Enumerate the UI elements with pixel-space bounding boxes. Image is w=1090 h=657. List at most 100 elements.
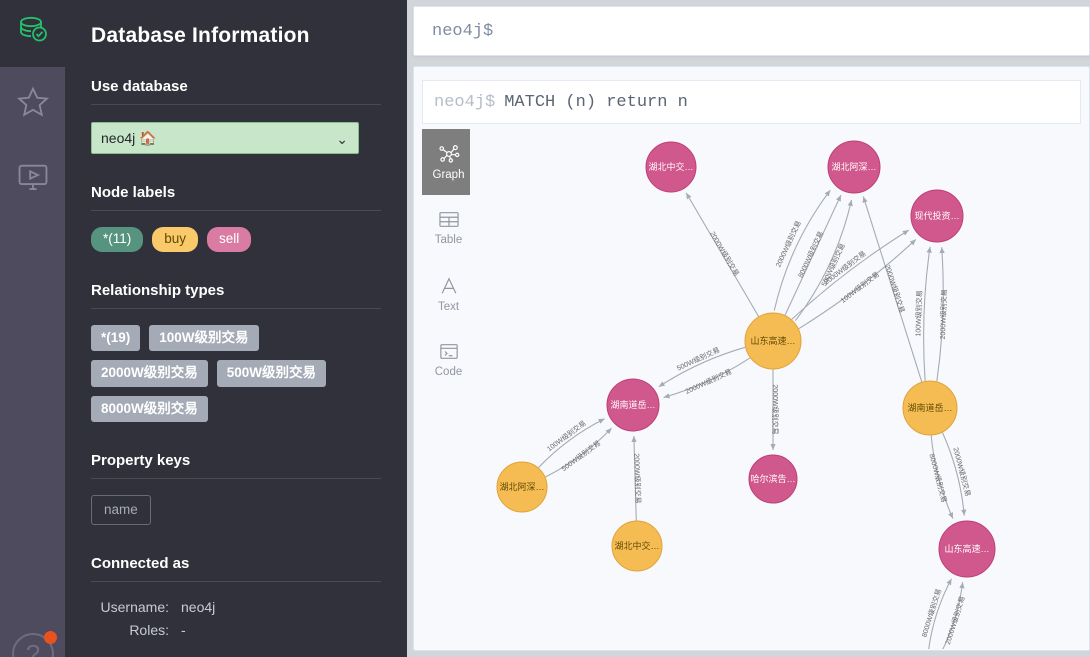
node-labels-heading: Node labels	[91, 184, 381, 211]
graph-edge-label: 8000W级别交易	[919, 588, 943, 639]
graph-edge[interactable]	[658, 346, 746, 388]
rail-item-favorites[interactable]	[0, 67, 65, 142]
graph-edge-label: 100W级别交易	[913, 290, 924, 337]
graph-node-circle[interactable]	[902, 380, 958, 436]
tab-graph[interactable]: Graph	[422, 129, 475, 195]
result-frame: neo4j$ MATCH (n) return n	[413, 66, 1090, 651]
graph-edge[interactable]	[791, 229, 910, 320]
graph-edge[interactable]	[685, 192, 760, 318]
chevron-down-icon: ⌄	[336, 131, 348, 147]
property-key-chip-name[interactable]: name	[91, 495, 151, 525]
text-icon	[439, 276, 459, 296]
table-icon	[438, 210, 460, 229]
graph-node-circle[interactable]	[496, 461, 548, 513]
cmd-prompt-label: neo4j$	[434, 92, 496, 112]
graph-node-circle[interactable]	[744, 312, 802, 370]
main-panel: neo4j$ neo4j$ MATCH (n) return n	[407, 0, 1090, 657]
graph-node[interactable]: 湖南道岳…	[902, 380, 958, 436]
graph-edge[interactable]	[939, 582, 965, 649]
graph-edge[interactable]	[545, 427, 612, 478]
database-icon	[16, 14, 50, 53]
graph-edge-label: 2000W级别交易	[951, 446, 972, 497]
left-icon-rail: ?	[0, 0, 65, 657]
node-label-chip-buy[interactable]: buy	[152, 227, 199, 252]
relationship-type-chip[interactable]: 8000W级别交易	[91, 395, 208, 423]
relationship-type-chip-list: *(19) 100W级别交易 2000W级别交易 500W级别交易 8000W级…	[91, 324, 381, 423]
graph-edge[interactable]	[773, 189, 831, 311]
cmd-query-text: MATCH (n) return n	[504, 92, 688, 112]
query-editor-input[interactable]: neo4j$	[432, 21, 494, 41]
graph-edge[interactable]	[631, 435, 637, 522]
graph-node[interactable]: 湖北阿深…	[496, 461, 548, 513]
graph-icon	[438, 144, 460, 164]
graph-edge[interactable]	[936, 247, 945, 382]
graph-edge-label: 2000W级别交易	[771, 384, 780, 434]
graph-node[interactable]: 山东高速…	[744, 312, 802, 370]
graph-node-circle[interactable]	[748, 454, 798, 504]
use-database-heading: Use database	[91, 78, 381, 105]
connected-row-username: Username: neo4j	[91, 599, 381, 615]
graph-node[interactable]: 现代投资…	[910, 189, 964, 243]
graph-node-circle[interactable]	[611, 520, 663, 572]
editor-frame[interactable]: neo4j$	[413, 6, 1090, 56]
graph-edge[interactable]	[923, 246, 932, 381]
tab-table-label: Table	[434, 234, 463, 246]
graph-edge[interactable]	[794, 199, 853, 321]
graph-node-circle[interactable]	[938, 520, 996, 578]
help-button[interactable]: ?	[12, 631, 57, 657]
graph-edge[interactable]	[538, 418, 605, 468]
frame-stream: neo4j$ neo4j$ MATCH (n) return n	[407, 0, 1090, 657]
graph-node[interactable]: 山东高速…	[938, 520, 996, 578]
roles-value: -	[181, 621, 186, 638]
roles-label: Roles:	[129, 621, 169, 638]
graph-edge[interactable]	[942, 432, 967, 516]
tab-table[interactable]: Table	[422, 195, 475, 261]
drawer-title: Database Information	[91, 24, 310, 47]
executed-query-bar[interactable]: neo4j$ MATCH (n) return n	[422, 80, 1081, 124]
graph-edge[interactable]	[862, 196, 923, 383]
graph-node[interactable]: 湖南道岳…	[606, 378, 660, 432]
property-keys-heading: Property keys	[91, 452, 381, 480]
rail-item-guides[interactable]	[0, 142, 65, 217]
graph-edge-label: 100W级别交易	[545, 418, 588, 453]
relationship-type-chip[interactable]: 2000W级别交易	[91, 360, 208, 387]
database-select-value: neo4j 🏠	[101, 129, 157, 146]
graph-edge-label: 2000W级别交易	[822, 249, 867, 287]
database-select[interactable]: neo4j 🏠 ⌄	[91, 122, 359, 154]
graph-node[interactable]: 哈尔滨告…	[748, 454, 798, 504]
rail-item-database[interactable]	[0, 0, 65, 67]
connected-as-rows: Username: neo4j Roles: -	[91, 599, 381, 638]
graph-edge-label: 500W级别交易	[819, 242, 847, 288]
tab-text-label: Text	[437, 300, 460, 313]
graph-edge[interactable]	[663, 357, 751, 399]
notification-dot	[44, 631, 57, 644]
graph-node[interactable]: 湖北阿深…	[827, 140, 881, 194]
graph-edge[interactable]	[930, 435, 954, 519]
graph-edge-label: 500W级别交易	[675, 345, 721, 372]
graph-edge-label: 2000W级别交易	[708, 230, 741, 278]
graph-edge[interactable]	[798, 239, 917, 330]
graph-node-circle[interactable]	[645, 141, 697, 193]
graph-node[interactable]: 湖北中交…	[611, 520, 663, 572]
relationship-types-heading: Relationship types	[91, 282, 381, 309]
tab-code[interactable]: Code	[422, 327, 475, 393]
graph-edge[interactable]	[928, 578, 952, 649]
relationship-type-chip[interactable]: *(19)	[91, 324, 141, 352]
graph-edge[interactable]	[784, 194, 842, 316]
node-label-chip-all[interactable]: *(11)	[91, 227, 144, 252]
tab-code-label: Code	[434, 366, 463, 378]
graph-node[interactable]: 湖北中交…	[645, 141, 697, 193]
relationship-type-chip[interactable]: 100W级别交易	[149, 324, 259, 352]
node-label-chip-sell[interactable]: sell	[207, 227, 252, 252]
database-information-drawer: Database Information Use database neo4j …	[65, 0, 407, 657]
graph-node-circle[interactable]	[606, 378, 660, 432]
tab-text[interactable]: Text	[422, 261, 475, 327]
graph-node-circle[interactable]	[827, 140, 881, 194]
tab-graph-label: Graph	[432, 168, 465, 181]
code-icon	[438, 342, 460, 361]
graph-node-circle[interactable]	[910, 189, 964, 243]
relationship-type-chip[interactable]: 500W级别交易	[216, 360, 327, 387]
